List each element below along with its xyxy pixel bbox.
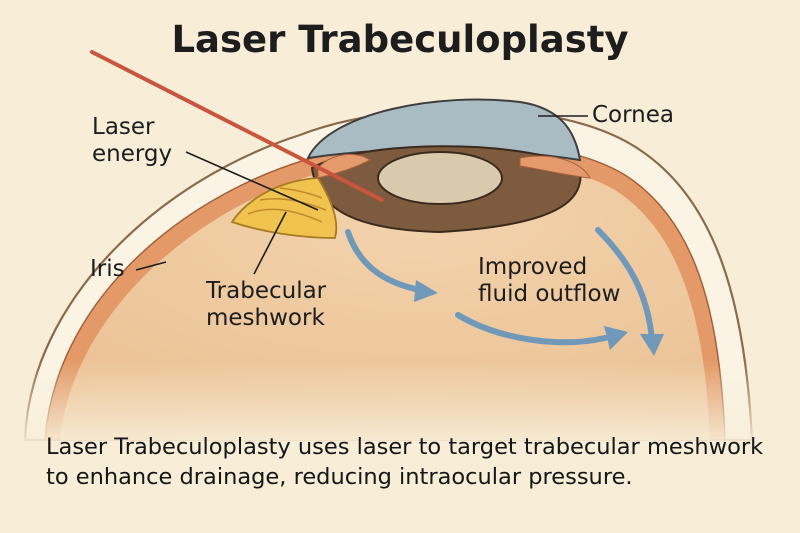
- label-laser-energy-line1: Laser: [92, 114, 155, 140]
- outflow-arrows: [345, 227, 655, 346]
- leader-lines: [135, 115, 588, 275]
- leader-iris: [135, 261, 167, 271]
- label-outflow-line2: fluid outflow: [478, 281, 621, 307]
- outflow-arrow-3: [595, 227, 655, 343]
- label-trabecular-meshwork: Trabecular meshwork: [206, 278, 326, 332]
- label-laser-energy-line2: energy: [92, 141, 173, 167]
- label-cornea: Cornea: [592, 102, 675, 128]
- iris-tip-right: [519, 155, 591, 179]
- lens: [377, 151, 503, 205]
- outflow-arrowheads: [414, 280, 664, 356]
- label-laser-energy: Laser energy: [92, 114, 172, 168]
- trabecular-meshwork: [230, 177, 338, 239]
- label-trabecular-line1: Trabecular: [206, 278, 327, 304]
- arrowhead-1: [414, 280, 438, 302]
- label-trabecular-line2: meshwork: [206, 305, 325, 331]
- meshwork-texture: [247, 187, 327, 223]
- laser-beam: [90, 50, 384, 202]
- arrowhead-3: [640, 334, 664, 356]
- arrowhead-2: [604, 326, 628, 350]
- caption: Laser Trabeculoplasty uses laser to targ…: [46, 434, 764, 490]
- outflow-arrow-2: [455, 312, 608, 346]
- leader-meshwork: [253, 211, 287, 275]
- label-improved-outflow: Improved fluid outflow: [478, 254, 620, 308]
- label-outflow-line1: Improved: [478, 254, 588, 280]
- leader-laser: [185, 151, 319, 211]
- outflow-arrow-1: [345, 229, 423, 293]
- label-iris: Iris: [90, 256, 125, 282]
- page-title: Laser Trabeculoplasty: [171, 18, 629, 61]
- bottom-fade: [0, 360, 800, 450]
